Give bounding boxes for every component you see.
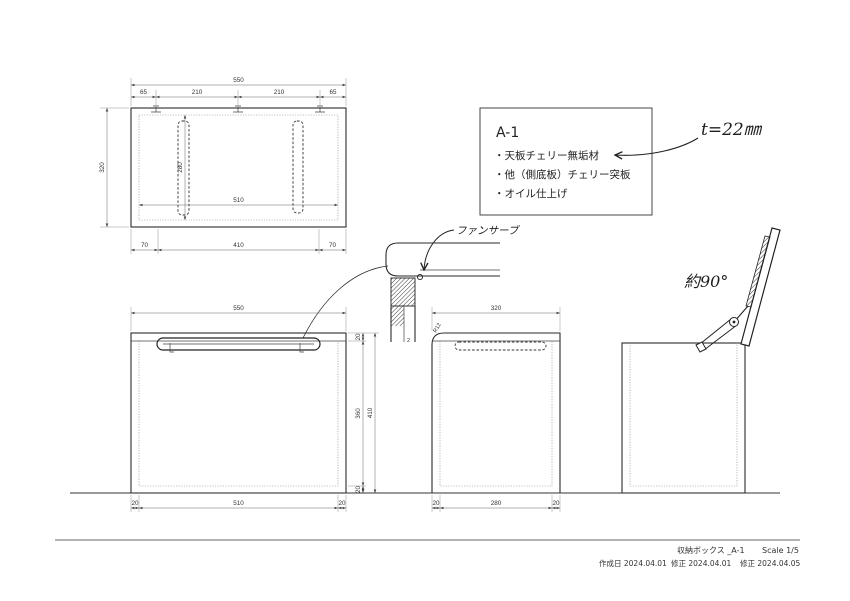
spec-item-top-board: ・天板チェリー無垢材 [494,149,599,162]
plan-overall-width: 550 [233,77,244,84]
front-bottom-thickness: 20 [355,486,362,494]
hinge-spacing-2: 210 [274,89,285,96]
front-bottom-center: 510 [233,500,244,507]
thickness-arrow [615,137,699,155]
revision-date-2: 修正 2024.04.05 [740,558,801,568]
side-inner-wall [439,341,553,487]
front-overall-height: 410 [367,407,374,418]
plan-bottom-right: 70 [329,242,337,249]
lid-section-detail: 2 ファンサーブ [302,225,521,344]
front-dimensions: 550 20 360 20 410 20 510 20 [130,305,379,512]
plan-inner-wall [138,114,339,221]
stay-pivot-pin [732,320,736,324]
section-small-label: 2 [407,338,410,344]
plan-inner-depth: 280 [177,162,184,173]
plan-bottom-center: 410 [233,242,244,249]
front-lid-stay [156,337,321,351]
side-bottom-center: 280 [491,500,502,507]
plan-view: 550 65 210 210 65 320 280 510 [99,77,347,254]
thickness-note: t=22㎜ [701,120,763,140]
title-block: 収納ボックス _A-1 Scale 1/5 作成日 2024.04.01 修正 … [55,539,801,568]
stay-bracket [695,341,707,353]
hinge-offset-right: 65 [329,89,337,96]
hinge-pin [416,273,424,281]
front-lid-thickness: 20 [355,333,362,341]
stay-name-label: ファンサーブ [456,225,521,237]
front-view: 550 20 360 20 410 20 510 20 [130,305,379,512]
thickness-annotation: t=22㎜ [615,120,763,155]
spec-item-finish: ・オイル仕上げ [494,187,568,200]
plan-bottom-left: 70 [141,242,149,249]
side-bottom-right: 20 [552,500,560,507]
lid-section-outline [385,242,500,277]
hinge-offset-left: 65 [140,89,148,96]
side-dimensions: 320 20 280 20 [431,305,561,512]
detail-leader-line [302,265,389,339]
spec-item-side-bottom: ・他（側底板）チェリー突板 [494,168,631,181]
plan-dimensions: 550 65 210 210 65 320 280 510 [99,77,347,254]
plan-inner-width: 510 [233,197,244,204]
front-bottom-left: 20 [131,500,139,507]
side-panel-hatch [391,306,404,326]
lid-stay-right-hidden [292,120,304,214]
stay-screw [299,343,304,353]
side-overall-depth: 320 [491,305,502,312]
created-date: 作成日 2024.04.01 [599,558,667,568]
plan-depth: 320 [99,162,106,173]
side-lid-stay-hidden [454,341,547,351]
stay-lower-arm [699,318,738,351]
stay-screw [169,343,174,353]
spec-note: A-1 ・天板チェリー無垢材 ・他（側底板）チェリー突板 ・オイル仕上げ [479,107,653,216]
spec-title: A-1 [496,125,519,141]
lid-stay-left-hidden [177,120,190,216]
front-inner-wall [138,341,339,487]
lid-stay-plate [745,235,771,308]
plan-outline [130,107,347,228]
front-overall-width: 550 [233,305,244,312]
corner-radius-label: R12 [433,322,443,334]
front-bottom-right: 20 [338,500,346,507]
revision-date-1: 修正 2024.04.01 [671,558,732,568]
hinge-spacing-1: 210 [192,89,203,96]
front-inner-height: 360 [355,408,362,419]
spec-note-frame [479,107,653,216]
drawing-name: 収納ボックス _A-1 [677,545,745,555]
drawing-scale: Scale 1/5 [762,546,799,555]
side-panel-section [390,277,416,307]
open-angle-note: 約90° [684,272,728,291]
stay-name-arrow [424,229,455,270]
side-bottom-left: 20 [432,500,440,507]
